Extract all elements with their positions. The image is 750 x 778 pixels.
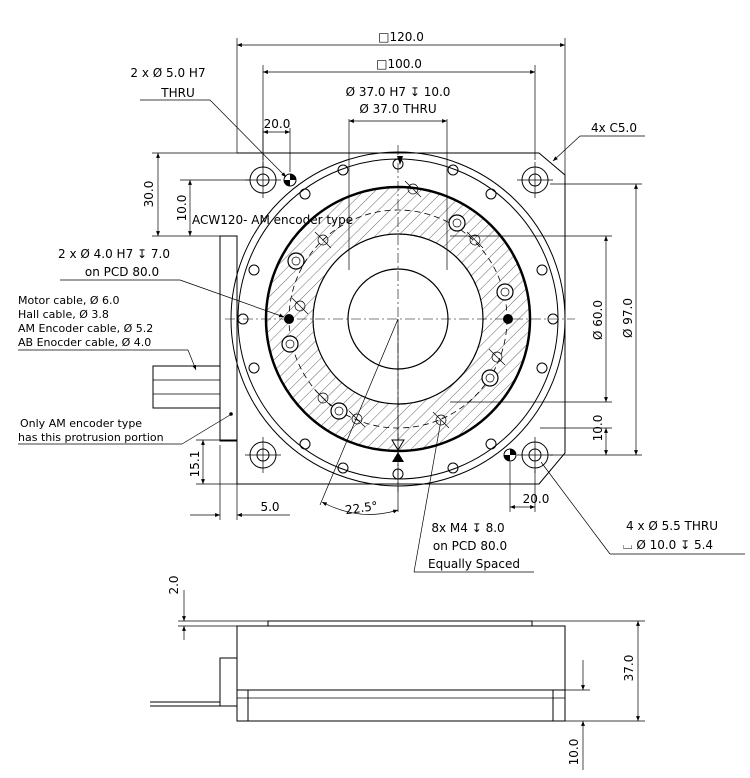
note-tapped-line1: 8x M4 ↧ 8.0: [431, 521, 504, 535]
dim-bottom-5: 5.0: [260, 500, 279, 514]
mount-hole-bottom-right: [517, 437, 553, 473]
note-cable-hall: Hall cable, Ø 3.8: [18, 308, 109, 321]
dim-left-30: 30.0: [142, 181, 156, 208]
note-pin-line2: on PCD 80.0: [85, 265, 159, 279]
note-cable-motor: Motor cable, Ø 6.0: [18, 294, 120, 307]
dim-square-outer: □120.0: [378, 30, 424, 44]
note-cable-am: AM Encoder cable, Ø 5.2: [18, 322, 153, 335]
protrusion-portion: [219, 235, 238, 442]
note-cable-ab: AB Enocder cable, Ø 4.0: [18, 336, 151, 349]
dim-height: 37.0: [622, 655, 636, 682]
side-top-plate: [267, 620, 533, 627]
side-main-body: [236, 625, 566, 722]
dim-left-15: 15.1: [188, 451, 202, 478]
dowel-hole-bottom: [503, 448, 517, 462]
note-tapped-line3: Equally Spaced: [428, 557, 520, 571]
note-mount-line1: 4 x Ø 5.5 THRU: [626, 519, 718, 533]
model-label: ACW120- AM encoder type: [192, 213, 353, 227]
note-chamfer: 4x C5.0: [591, 121, 637, 135]
dim-diameter-60: Ø 60.0: [591, 300, 605, 340]
tapped-markers: [291, 180, 506, 429]
note-pin-line1: 2 x Ø 4.0 H7 ↧ 7.0: [58, 247, 170, 261]
dim-square-inner: □100.0: [376, 57, 422, 71]
note-mount-line2: ⌴ Ø 10.0 ↧ 5.4: [623, 538, 713, 552]
note-protrusion-line2: has this protrusion portion: [18, 431, 164, 444]
note-tapped-line2: on PCD 80.0: [433, 539, 507, 553]
top-view: □120.0 □100.0 Ø 37.0 H7 ↧ 10.0 Ø 37.0 TH…: [18, 30, 745, 573]
dim-angle: 22.5°: [344, 499, 378, 517]
note-center-bore-line2: Ø 37.0 THRU: [359, 102, 436, 116]
pin-holes: [284, 314, 513, 324]
dim-dowel-offset: 20.0: [264, 117, 291, 131]
dim-right-10: 10.0: [591, 415, 605, 442]
dim-bottom-20: 20.0: [523, 492, 550, 506]
cable-stub: [152, 365, 221, 409]
note-protrusion-line1: Only AM encoder type: [20, 417, 142, 430]
note-dowel-line2: THRU: [160, 86, 194, 100]
note-center-bore-line1: Ø 37.0 H7 ↧ 10.0: [346, 85, 451, 99]
mount-hole-bottom-left: [245, 437, 281, 473]
dowel-hole-top: [283, 173, 297, 187]
dim-top-step: 2.0: [167, 575, 181, 594]
mount-hole-top-right: [517, 162, 553, 198]
dim-left-10: 10.0: [175, 195, 189, 222]
side-view: 2.0 37.0 10.0: [150, 575, 645, 770]
side-protrusion: [219, 657, 238, 707]
tapped-holes-pcd: [281, 214, 514, 420]
dim-base: 10.0: [567, 739, 581, 766]
dim-diameter-97: Ø 97.0: [621, 298, 635, 338]
note-dowel-line1: 2 x Ø 5.0 H7: [130, 66, 205, 80]
